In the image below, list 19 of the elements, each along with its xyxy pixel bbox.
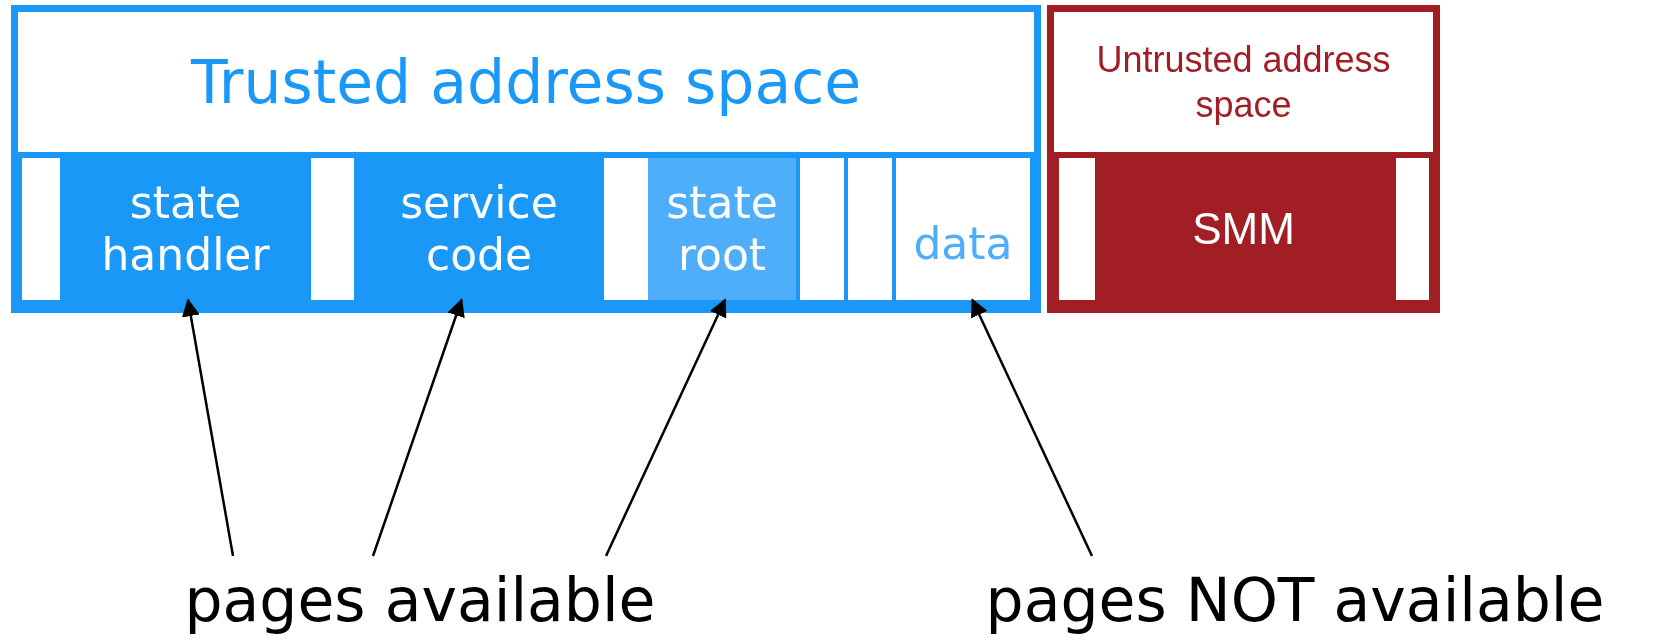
empty-page-box: [22, 158, 60, 300]
page-box: data: [896, 158, 1030, 300]
empty-page-box: [311, 158, 354, 300]
arrow: [371, 298, 465, 557]
address-space-panel: [1047, 5, 1440, 313]
caption-text: pages NOT available: [935, 560, 1655, 640]
address-space-panel: [11, 5, 1041, 313]
arrow: [971, 298, 1094, 557]
arrow: [181, 298, 235, 557]
arrow: [604, 298, 727, 557]
caption-text: pages available: [130, 560, 710, 640]
page-box: state root: [648, 158, 796, 300]
panel-title: Untrusted address space: [1054, 12, 1433, 152]
empty-page-box: [604, 158, 648, 300]
empty-page-box: [1059, 158, 1095, 300]
panel-title: Trusted address space: [18, 12, 1034, 152]
empty-page-box: [1396, 158, 1429, 300]
empty-page-box: [848, 158, 892, 300]
empty-page-box: [800, 158, 844, 300]
